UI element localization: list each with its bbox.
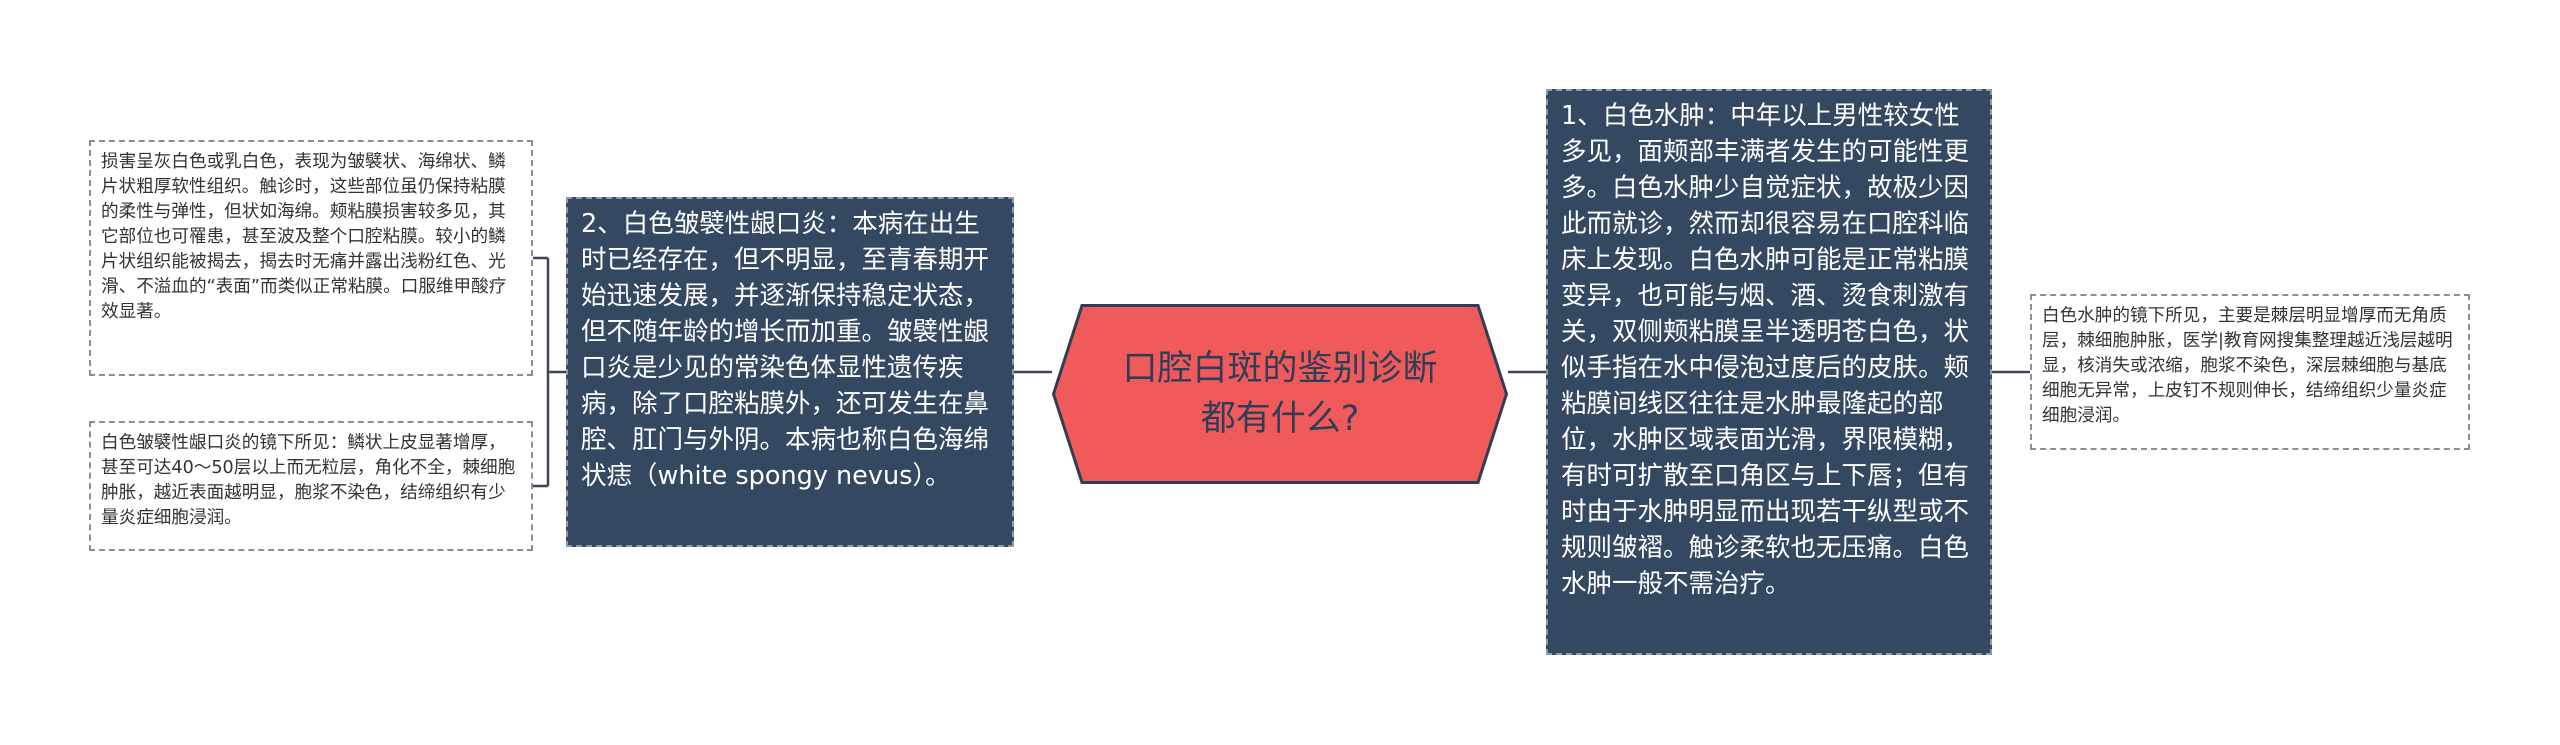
branch-leukoedema[interactable]: 1、白色水肿：中年以上男性较女性多见，面颊部丰满者发生的可能性更多。白色水肿少自… bbox=[1546, 89, 1992, 655]
branch-white-sponge-nevus-text: 2、白色皱襞性龈口炎：本病在出生时已经存在，但不明显，至青春期开始迅速发展，并逐… bbox=[581, 209, 990, 491]
branch-leukoedema-text: 1、白色水肿：中年以上男性较女性多见，面颊部丰满者发生的可能性更多。白色水肿少自… bbox=[1561, 101, 1970, 599]
leaf-leukoedema-histology[interactable]: 白色水肿的镜下所见，主要是棘层明显增厚而无角质层，棘细胞肿胀，医学|教育网搜集整… bbox=[2030, 294, 2470, 450]
leaf-white-sponge-nevus-histology-text: 白色皱襞性龈口炎的镜下所见：鳞状上皮显著增厚，甚至可达40～50层以上而无粒层，… bbox=[101, 433, 516, 528]
leaf-white-sponge-nevus-clinical-text: 损害呈灰白色或乳白色，表现为皱襞状、海绵状、鳞片状粗厚软性组织。触诊时，这些部位… bbox=[101, 152, 507, 322]
central-topic[interactable]: 口腔白斑的鉴别诊断都有什么? bbox=[1052, 304, 1508, 484]
leaf-white-sponge-nevus-clinical[interactable]: 损害呈灰白色或乳白色，表现为皱襞状、海绵状、鳞片状粗厚软性组织。触诊时，这些部位… bbox=[89, 140, 533, 376]
leaf-leukoedema-histology-text: 白色水肿的镜下所见，主要是棘层明显增厚而无角质层，棘细胞肿胀，医学|教育网搜集整… bbox=[2042, 306, 2453, 426]
branch-white-sponge-nevus[interactable]: 2、白色皱襞性龈口炎：本病在出生时已经存在，但不明显，至青春期开始迅速发展，并逐… bbox=[566, 197, 1014, 547]
leaf-white-sponge-nevus-histology[interactable]: 白色皱襞性龈口炎的镜下所见：鳞状上皮显著增厚，甚至可达40～50层以上而无粒层，… bbox=[89, 421, 533, 551]
connector-left-branch-to-leaves bbox=[533, 256, 566, 488]
central-topic-text: 口腔白斑的鉴别诊断都有什么? bbox=[1122, 349, 1438, 439]
central-topic-shape bbox=[1052, 304, 1508, 484]
